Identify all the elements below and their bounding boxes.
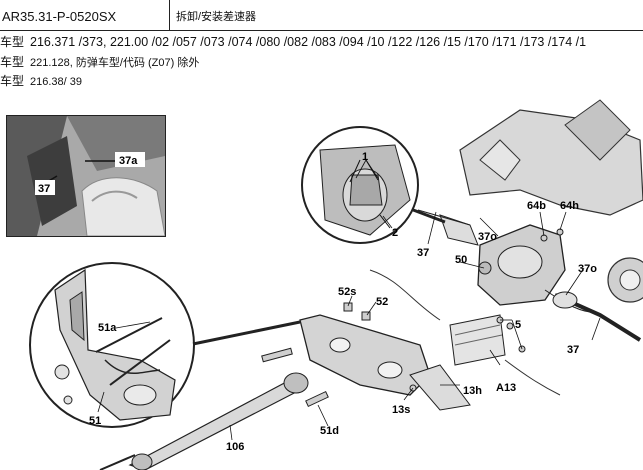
model-value: 221.128, 防弹车型/代码 (Z07) 除外	[30, 57, 200, 69]
callout-52s: 52s	[338, 286, 356, 298]
model-value: 216.38/ 39	[30, 76, 83, 88]
callout-A13: A13	[496, 382, 516, 394]
callout-2: 2	[392, 227, 398, 239]
callout-13s: 13s	[392, 404, 410, 416]
inset-label-37a: 37a	[119, 155, 138, 167]
callout-51: 51	[89, 415, 101, 427]
model-row: 车型 221.128, 防弹车型/代码 (Z07) 除外	[0, 53, 199, 71]
model-label: 车型	[0, 55, 25, 69]
inset-label-37: 37	[38, 183, 50, 195]
callout-50: 50	[455, 254, 467, 266]
callout-106: 106	[226, 441, 244, 453]
model-label: 车型	[0, 74, 25, 88]
callout-51d: 51d	[320, 425, 339, 437]
callout-37-right: 37	[567, 344, 579, 356]
callout-51a: 51a	[98, 322, 117, 334]
photo-inset: 37a 37	[6, 115, 166, 237]
callout-64b: 64b	[527, 200, 546, 212]
model-label: 车型	[0, 35, 25, 49]
model-row: 车型 216.38/ 39	[0, 72, 82, 90]
model-value: 216.371 /373, 221.00 /02 /057 /073 /074 …	[30, 35, 587, 49]
callout-13h: 13h	[463, 385, 482, 397]
callout-37o: 37o	[478, 231, 497, 243]
inset-photo-illustration: 37a 37	[7, 116, 165, 236]
document-reference: AR35.31-P-0520SX	[0, 0, 170, 30]
callout-37o-right: 37o	[578, 263, 597, 275]
document-title: 拆卸/安装差速器	[176, 11, 257, 23]
model-row: 车型 216.371 /373, 221.00 /02 /057 /073 /07…	[0, 33, 586, 51]
callout-52: 52	[376, 296, 388, 308]
header-bar: AR35.31-P-0520SX 拆卸/安装差速器	[0, 0, 643, 31]
callout-1: 1	[362, 151, 368, 163]
callout-5: 5	[515, 319, 521, 331]
callout-64h: 64h	[560, 200, 579, 212]
callout-37: 37	[417, 247, 429, 259]
